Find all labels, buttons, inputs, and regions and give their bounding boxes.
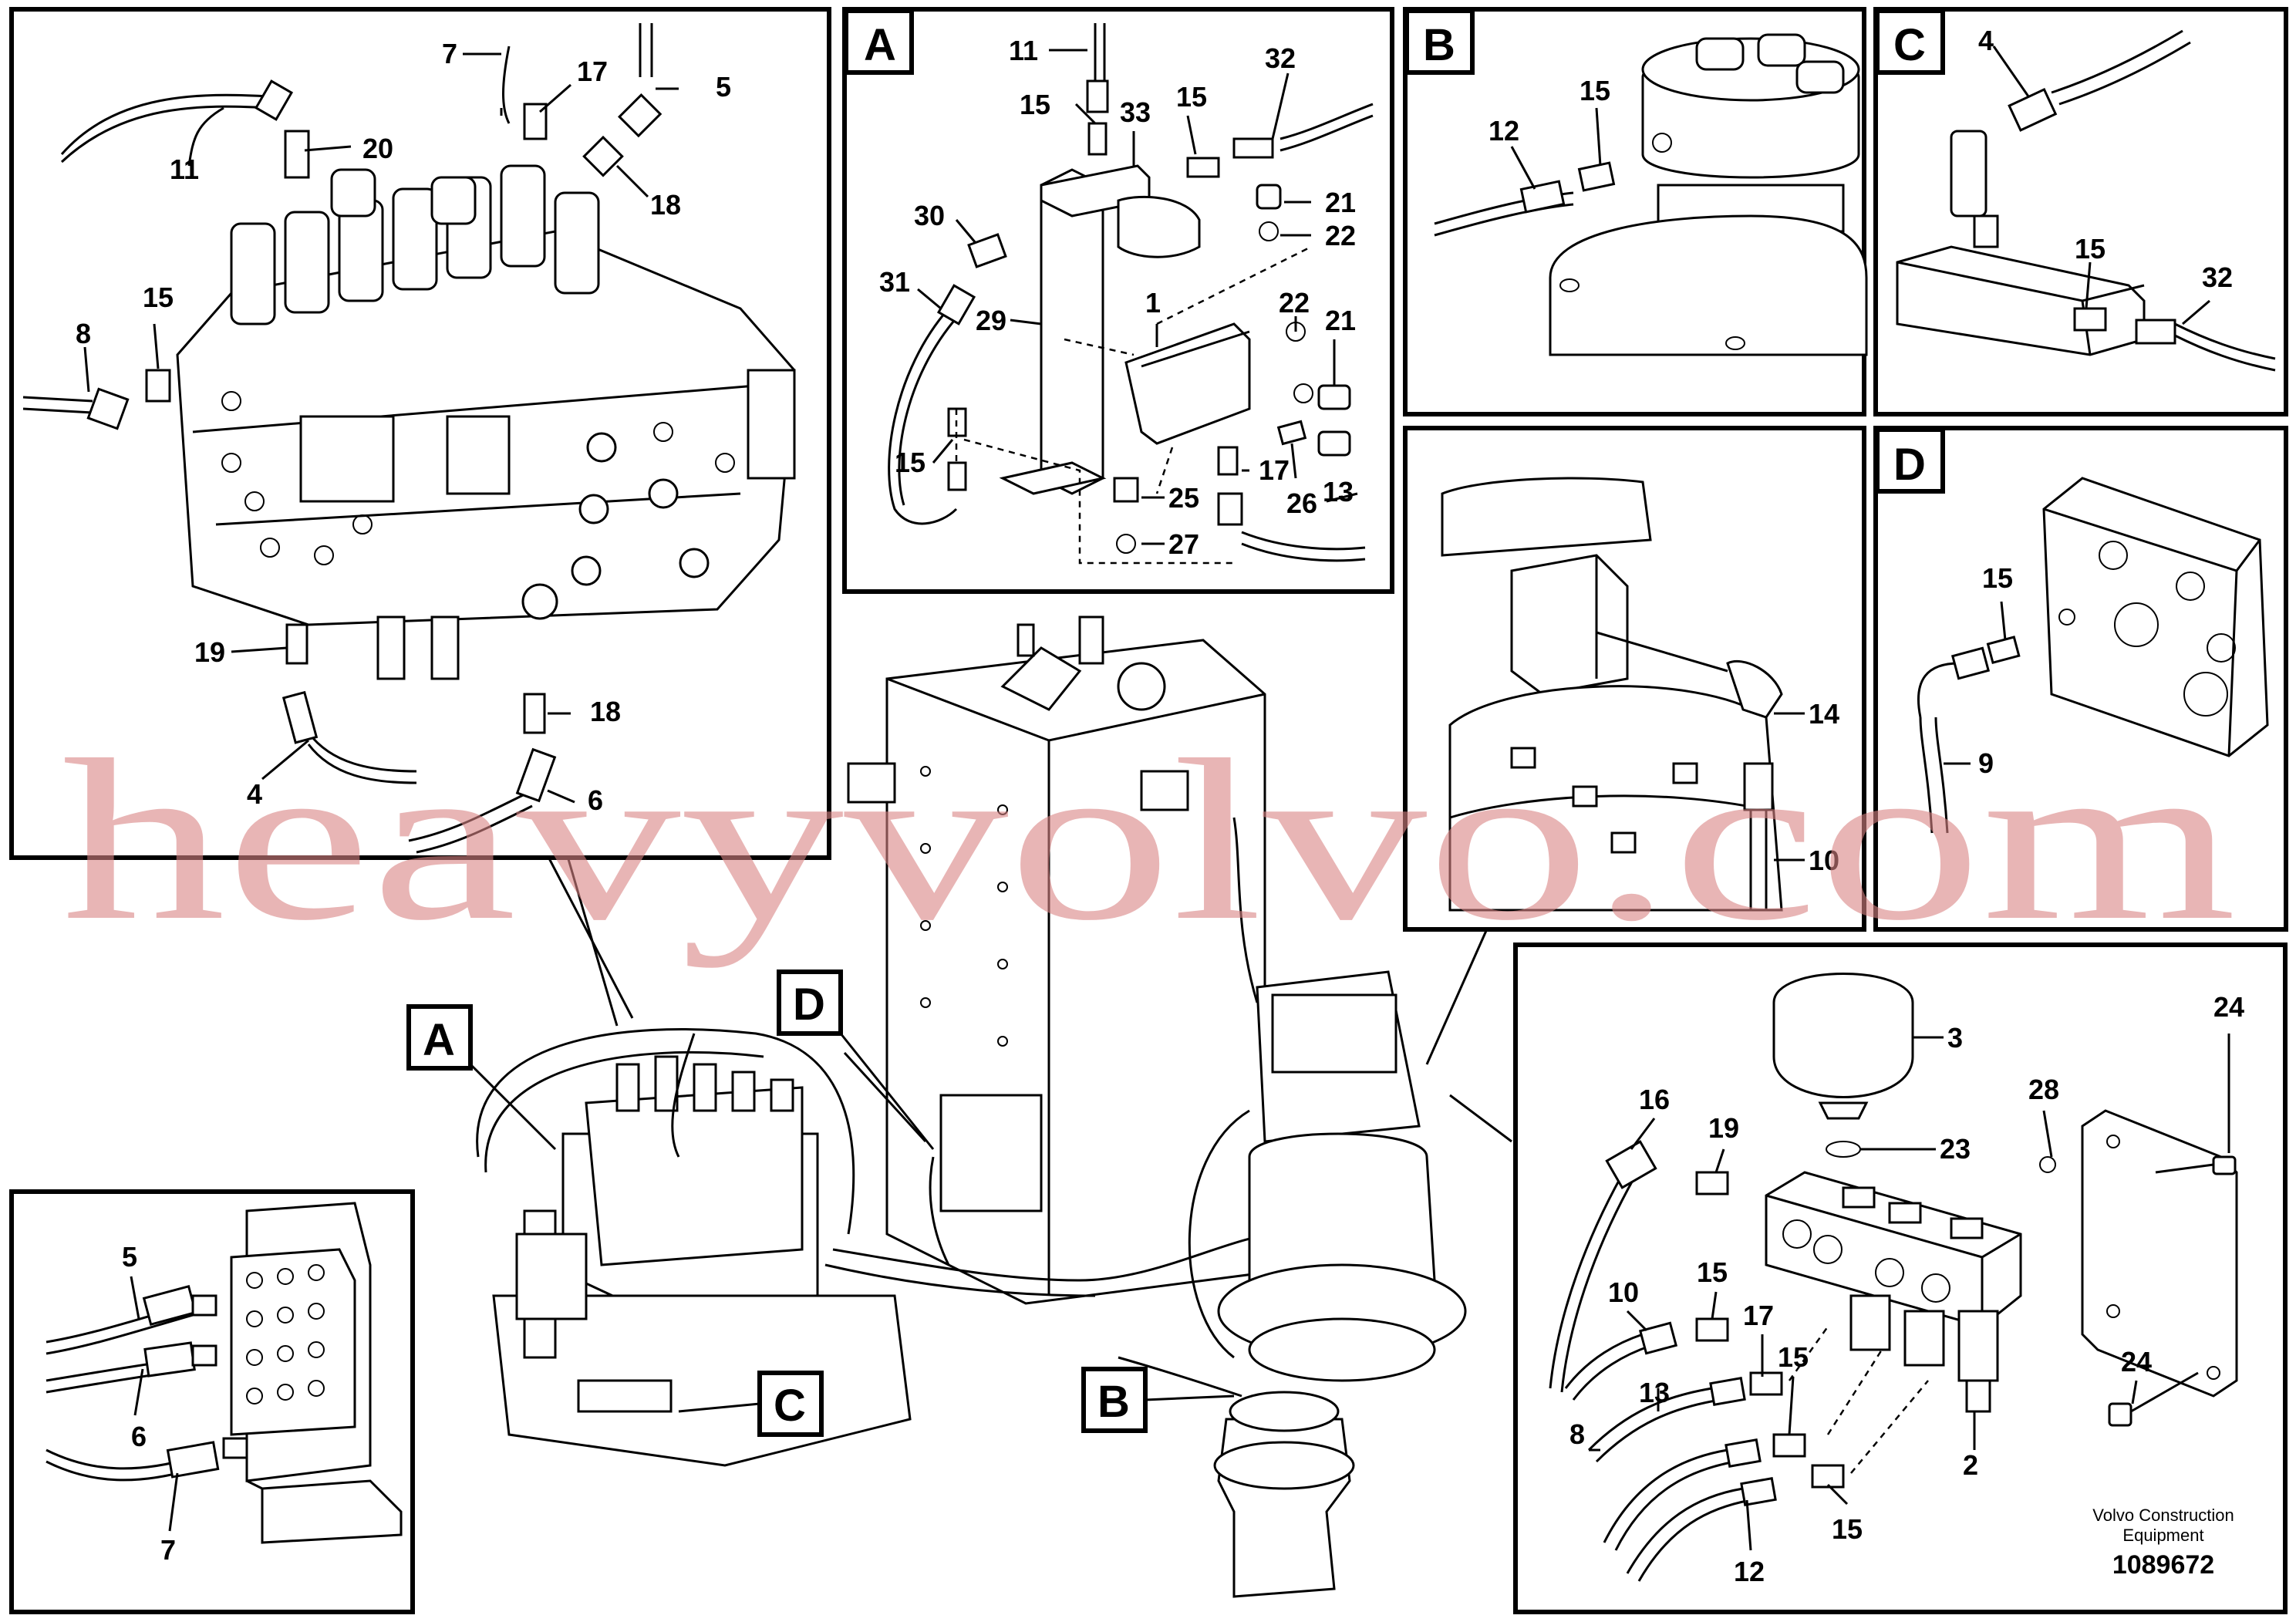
callout-letter-a: A xyxy=(423,1015,455,1065)
a-label: 1 xyxy=(1145,287,1161,319)
credit-line-2: Equipment xyxy=(2122,1526,2203,1545)
credit-line-1: Volvo Construction xyxy=(2092,1506,2234,1525)
callout-letter-b: B xyxy=(1097,1377,1130,1427)
callout-d: D xyxy=(777,969,935,1150)
br-label: 24 xyxy=(2121,1346,2152,1378)
detail-panel-control-valve: 7 17 5 11 20 18 15 8 19 18 4 6 xyxy=(9,7,831,860)
detail-panel-d: D 15 9 xyxy=(1873,426,2288,932)
a-label: 30 xyxy=(914,200,945,231)
a-label: 22 xyxy=(1279,287,1310,319)
tl-label: 17 xyxy=(577,56,608,87)
a-label: 15 xyxy=(1020,89,1050,120)
br-label: 13 xyxy=(1639,1377,1670,1408)
a-label: 11 xyxy=(1009,35,1038,66)
callout-a: A xyxy=(406,1004,557,1151)
tl-label: 18 xyxy=(650,189,681,221)
br-label: 16 xyxy=(1639,1084,1670,1115)
br-label: 3 xyxy=(1947,1022,1963,1054)
br-label: 24 xyxy=(2213,991,2244,1023)
detail-panel-b: B 15 12 xyxy=(1403,7,1868,416)
bl-label: 7 xyxy=(160,1534,176,1566)
br-label: 15 xyxy=(1697,1256,1728,1288)
br-label: 15 xyxy=(1832,1513,1863,1545)
document-number: 1089672 xyxy=(2112,1550,2214,1580)
mid-label: 14 xyxy=(1809,698,1839,730)
a-label: 29 xyxy=(976,305,1006,336)
panel-letter-a: A xyxy=(864,20,896,70)
control-valve-illustration xyxy=(176,164,796,680)
b-label: 12 xyxy=(1489,115,1519,147)
a-label: 15 xyxy=(1176,81,1207,113)
a-label: 22 xyxy=(1325,220,1356,251)
tl-label: 5 xyxy=(716,71,731,103)
br-label: 19 xyxy=(1708,1112,1739,1144)
c-label: 4 xyxy=(1978,25,1994,56)
detail-panel-c: C 4 15 32 xyxy=(1873,7,2288,416)
br-label: 2 xyxy=(1963,1449,1978,1481)
a-label: 25 xyxy=(1168,482,1199,514)
bl-label: 5 xyxy=(122,1241,137,1273)
a-label: 33 xyxy=(1120,96,1151,128)
d-label: 9 xyxy=(1978,747,1994,779)
tl-label: 7 xyxy=(442,38,457,69)
tl-label: 20 xyxy=(362,133,393,164)
d-label: 15 xyxy=(1982,562,2013,594)
bl-label: 6 xyxy=(131,1421,147,1452)
main-assembly-illustration xyxy=(476,615,1467,1598)
callout-letter-d: D xyxy=(793,980,825,1030)
c-label: 15 xyxy=(2075,233,2106,265)
tl-label: 19 xyxy=(194,636,225,668)
callout-b: B xyxy=(1081,1367,1235,1433)
tl-label: 11 xyxy=(170,153,199,185)
tl-label: 15 xyxy=(143,282,174,313)
br-label: 23 xyxy=(1940,1133,1971,1165)
tl-label: 8 xyxy=(76,318,91,349)
br-label: 28 xyxy=(2028,1074,2059,1105)
tl-label: 6 xyxy=(588,784,603,816)
tl-label: 4 xyxy=(247,778,262,810)
a-label: 15 xyxy=(895,447,925,478)
leader-lines xyxy=(538,840,1512,1143)
br-label: 8 xyxy=(1569,1418,1585,1450)
a-label: 21 xyxy=(1325,187,1356,218)
detail-panel-accumulator: 3 24 16 19 28 23 10 15 17 15 13 8 24 2 1… xyxy=(1513,943,2288,1614)
callout-letter-c: C xyxy=(774,1381,806,1431)
a-label: 17 xyxy=(1259,454,1290,486)
detail-panel-a: A xyxy=(842,7,1394,594)
tl-label: 18 xyxy=(590,696,621,727)
watermark: heavyvolvo.com xyxy=(62,712,2237,969)
a-label: 31 xyxy=(879,266,910,298)
br-label: 17 xyxy=(1743,1300,1774,1331)
c-label: 32 xyxy=(2202,261,2233,293)
a-label: 26 xyxy=(1286,487,1317,519)
b-label: 15 xyxy=(1580,75,1610,106)
panel-letter-b: B xyxy=(1423,20,1455,70)
a-label: 32 xyxy=(1265,42,1296,74)
detail-panel-swing-motor: 14 10 xyxy=(1403,426,1866,932)
mid-label: 10 xyxy=(1809,845,1839,876)
panel-letter-c: C xyxy=(1893,20,1926,70)
br-label: 15 xyxy=(1778,1341,1809,1373)
br-label: 12 xyxy=(1734,1556,1765,1587)
panel-letter-d: D xyxy=(1893,440,1926,490)
detail-panel-manifold: 5 6 7 xyxy=(9,1189,415,1614)
br-label: 10 xyxy=(1608,1276,1639,1308)
a-label: 27 xyxy=(1168,528,1199,560)
a-label: 13 xyxy=(1323,476,1354,508)
a-label: 21 xyxy=(1325,305,1356,336)
callout-c: C xyxy=(678,1371,824,1437)
